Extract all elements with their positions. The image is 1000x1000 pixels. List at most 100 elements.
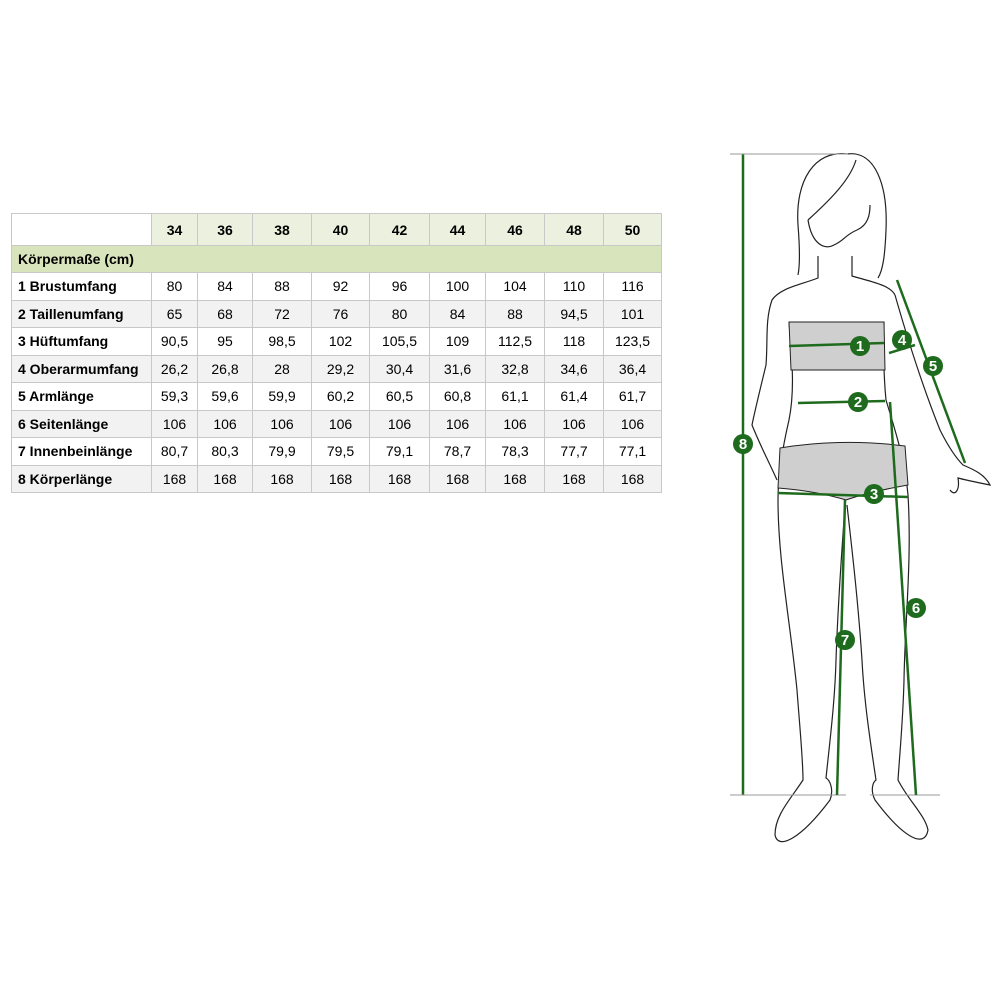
section-row: Körpermaße (cm)	[11, 245, 662, 273]
cell: 116	[603, 272, 662, 301]
marker-2-icon	[848, 392, 868, 412]
cell: 104	[485, 272, 545, 301]
cell: 60,5	[369, 382, 430, 411]
cell: 76	[311, 299, 370, 328]
cell: 95	[197, 327, 253, 356]
size-header-cell: 50	[603, 213, 662, 246]
svg-text:1: 1	[856, 338, 864, 355]
cell: 59,9	[252, 382, 312, 411]
row-label: 8 Körperlänge	[11, 464, 152, 493]
cell: 34,6	[544, 354, 604, 383]
cell: 29,2	[311, 354, 370, 383]
cell: 106	[151, 409, 198, 438]
cell: 123,5	[603, 327, 662, 356]
size-header-cell: 34	[151, 213, 198, 246]
cell: 59,3	[151, 382, 198, 411]
cell: 168	[197, 464, 253, 493]
cell: 100	[429, 272, 486, 301]
size-header-cell: 44	[429, 213, 486, 246]
row-label: 6 Seitenlänge	[11, 409, 152, 438]
size-header-row: 34 36 38 40 42 44 46 48 50	[11, 213, 662, 246]
cell: 168	[151, 464, 198, 493]
cell: 31,6	[429, 354, 486, 383]
cell: 94,5	[544, 299, 604, 328]
cell: 26,8	[197, 354, 253, 383]
cell: 88	[252, 272, 312, 301]
cell: 68	[197, 299, 253, 328]
cell: 101	[603, 299, 662, 328]
cell: 106	[311, 409, 370, 438]
table-row: 8 Körperlänge 168 168 168 168 168 168 16…	[11, 464, 662, 493]
table-row: 7 Innenbeinlänge 80,7 80,3 79,9 79,5 79,…	[11, 437, 662, 466]
cell: 168	[603, 464, 662, 493]
measurement-markers: 1 2 3 4 5 6 7 8	[733, 330, 943, 650]
table-row: 4 Oberarmumfang 26,2 26,8 28 29,2 30,4 3…	[11, 354, 662, 383]
cell: 168	[429, 464, 486, 493]
row-label: 4 Oberarmumfang	[11, 354, 152, 383]
svg-text:6: 6	[912, 600, 920, 617]
cell: 112,5	[485, 327, 545, 356]
cell: 84	[197, 272, 253, 301]
cell: 168	[311, 464, 370, 493]
cell: 77,1	[603, 437, 662, 466]
cell: 106	[485, 409, 545, 438]
cell: 59,6	[197, 382, 253, 411]
cell: 80	[369, 299, 430, 328]
cell: 78,7	[429, 437, 486, 466]
table-row: 1 Brustumfang 80 84 88 92 96 100 104 110…	[11, 272, 662, 301]
cell: 168	[252, 464, 312, 493]
cell: 77,7	[544, 437, 604, 466]
cell: 106	[197, 409, 253, 438]
marker-7-icon	[835, 630, 855, 650]
cell: 168	[485, 464, 545, 493]
hip-band	[777, 441, 909, 501]
marker-5-icon	[923, 356, 943, 376]
svg-text:3: 3	[870, 486, 878, 503]
cell: 26,2	[151, 354, 198, 383]
cell: 28	[252, 354, 312, 383]
cell: 79,1	[369, 437, 430, 466]
table-row: 3 Hüftumfang 90,5 95 98,5 102 105,5 109 …	[11, 327, 662, 356]
table-row: 5 Armlänge 59,3 59,6 59,9 60,2 60,5 60,8…	[11, 382, 662, 411]
svg-text:5: 5	[929, 358, 937, 375]
row-label: 3 Hüftumfang	[11, 327, 152, 356]
marker-6-icon	[906, 598, 926, 618]
cell: 92	[311, 272, 370, 301]
cell: 36,4	[603, 354, 662, 383]
cell: 65	[151, 299, 198, 328]
cell: 168	[369, 464, 430, 493]
cell: 80,7	[151, 437, 198, 466]
cell: 109	[429, 327, 486, 356]
svg-text:4: 4	[898, 332, 907, 349]
bust-band	[788, 321, 886, 371]
svg-text:7: 7	[841, 632, 849, 649]
row-label: 5 Armlänge	[11, 382, 152, 411]
marker-4-icon	[892, 330, 912, 350]
cell: 60,8	[429, 382, 486, 411]
size-chart-table: 34 36 38 40 42 44 46 48 50 Körpermaße (c…	[11, 213, 662, 493]
size-header-cell: 40	[311, 213, 370, 246]
cell: 90,5	[151, 327, 198, 356]
cell: 106	[544, 409, 604, 438]
marker-3-icon	[864, 484, 884, 504]
cell: 118	[544, 327, 604, 356]
row-label: 7 Innenbeinlänge	[11, 437, 152, 466]
cell: 96	[369, 272, 430, 301]
cell: 106	[369, 409, 430, 438]
cell: 84	[429, 299, 486, 328]
body-measurement-figure: 1 2 3 4 5 6 7 8	[730, 153, 992, 843]
cell: 80	[151, 272, 198, 301]
cell: 61,4	[544, 382, 604, 411]
cell: 168	[544, 464, 604, 493]
row-label: 1 Brustumfang	[11, 272, 152, 301]
marker-1-icon	[850, 336, 870, 356]
cell: 78,3	[485, 437, 545, 466]
svg-text:8: 8	[739, 436, 747, 453]
cell: 106	[603, 409, 662, 438]
size-header-cell: 38	[252, 213, 312, 246]
cell: 106	[429, 409, 486, 438]
cell: 32,8	[485, 354, 545, 383]
cell: 79,9	[252, 437, 312, 466]
section-title: Körpermaße (cm)	[11, 245, 662, 273]
cell: 98,5	[252, 327, 312, 356]
